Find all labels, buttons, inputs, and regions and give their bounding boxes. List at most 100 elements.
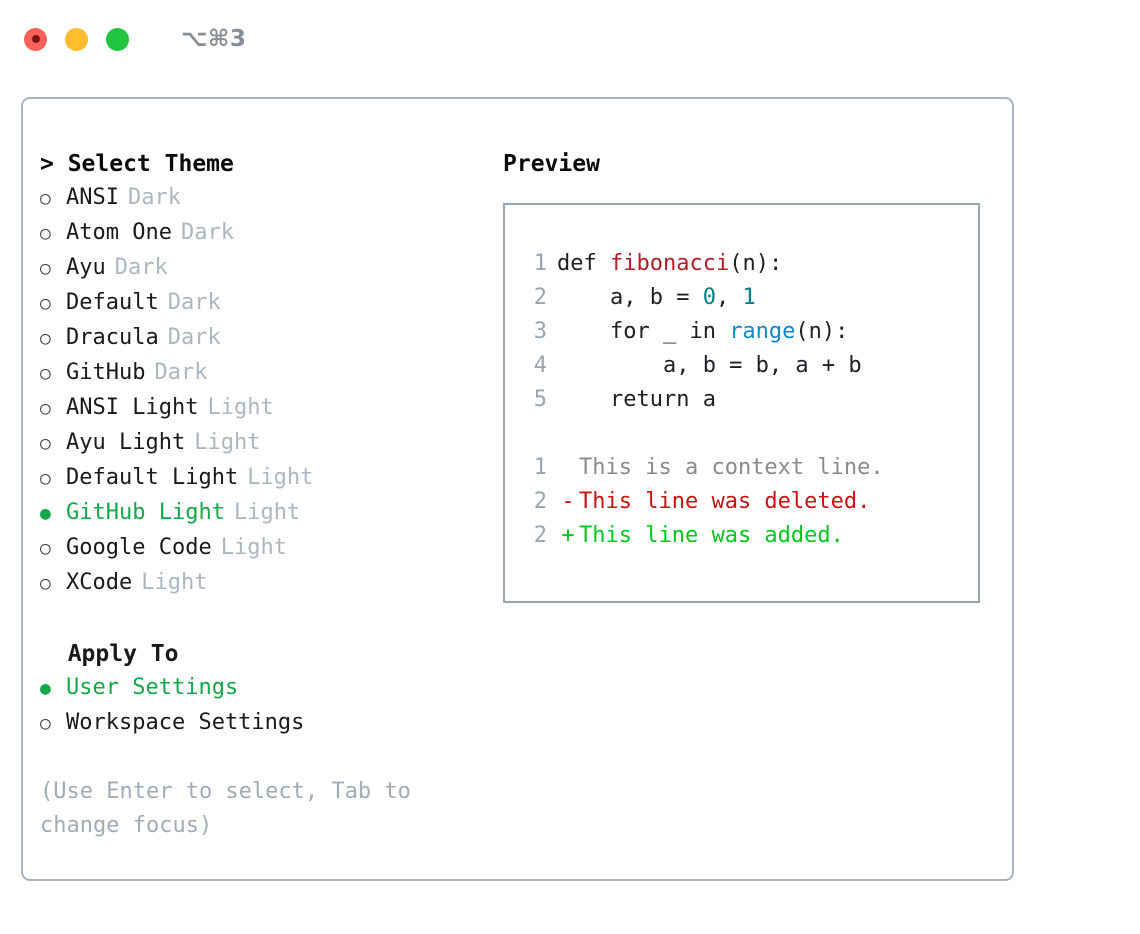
keyboard-shortcut-label: ⌥⌘3 (181, 26, 247, 52)
code-token: fibonacci (609, 251, 730, 276)
code-line: 2 a, b = 0, 1 (523, 281, 978, 315)
diff-sample: 1 This is a context line.2-This line was… (523, 451, 978, 553)
diff-line: 2 +This line was added. (523, 519, 978, 553)
option-row[interactable]: ○ ANSI Dark (40, 181, 488, 216)
radio-unselected-icon: ○ (40, 293, 51, 314)
line-number: 5 (533, 387, 547, 412)
option-row[interactable]: ○ Google Code Light (40, 531, 488, 566)
option-row[interactable]: ○ XCode Light (40, 566, 488, 601)
diff-text: This line was deleted. (579, 489, 871, 514)
line-number: 3 (533, 319, 547, 344)
option-label: Atom One (66, 220, 172, 245)
line-number: 4 (533, 353, 547, 378)
close-dot-icon (31, 35, 40, 43)
radio-selected-icon: ● (40, 678, 51, 699)
code-token: a, b = b, a + b (557, 353, 862, 378)
code-token: a, b = (557, 285, 703, 310)
radio-unselected-icon: ○ (40, 433, 51, 454)
maximize-button[interactable] (106, 27, 129, 51)
preview-heading: Preview (503, 151, 600, 177)
theme-variant-badge: Light (207, 395, 274, 420)
code-token: 0 (702, 285, 716, 310)
option-label: GitHub Light (66, 500, 225, 525)
option-row[interactable]: ○Workspace Settings (40, 706, 488, 741)
code-token: for _ in (557, 319, 730, 344)
theme-variant-badge: Dark (114, 255, 168, 280)
option-label: ANSI Light (66, 395, 199, 420)
line-number: 2 (533, 489, 547, 514)
code-diff-separator (523, 417, 978, 451)
code-token: def (557, 251, 610, 276)
option-label: GitHub (66, 360, 146, 385)
option-label: User Settings (66, 675, 239, 700)
option-row[interactable]: ○ Ayu Dark (40, 251, 488, 286)
code-line: 1 def fibonacci(n): (523, 247, 978, 281)
select-theme-heading: > Select Theme (40, 151, 234, 177)
theme-variant-badge: Light (220, 535, 287, 560)
diff-marker-icon: - (561, 489, 575, 514)
window-controls (24, 27, 129, 51)
theme-variant-badge: Dark (127, 185, 181, 210)
close-button[interactable] (24, 27, 47, 51)
option-label: Default (66, 290, 159, 315)
radio-unselected-icon: ○ (40, 258, 51, 279)
radio-unselected-icon: ○ (40, 363, 51, 384)
diff-text: This line was added. (579, 523, 844, 548)
diff-marker-icon: + (561, 523, 575, 548)
line-number: 1 (533, 251, 547, 276)
option-row[interactable]: ○ Default Light Light (40, 461, 488, 496)
code-line: 3 for _ in range(n): (523, 315, 978, 349)
radio-unselected-icon: ○ (40, 573, 51, 594)
option-row[interactable]: ○ ANSI Light Light (40, 391, 488, 426)
code-token: (n): (795, 319, 849, 344)
radio-unselected-icon: ○ (40, 328, 51, 349)
title-bar: ⌥⌘3 (0, 0, 1140, 78)
diff-text: This is a context line. (579, 455, 884, 480)
option-row[interactable]: ○ Ayu Light Light (40, 426, 488, 461)
option-label: XCode (66, 570, 133, 595)
radio-selected-icon: ● (40, 503, 51, 524)
code-token: 1 (742, 285, 756, 310)
option-label: ANSI (66, 185, 119, 210)
apply-to-list[interactable]: ● User Settings ○Workspace Settings (40, 671, 488, 741)
theme-variant-badge: Dark (167, 325, 221, 350)
radio-unselected-icon: ○ (40, 398, 51, 419)
code-line: 4 a, b = b, a + b (523, 349, 978, 383)
option-label: Google Code (66, 535, 212, 560)
radio-unselected-icon: ○ (40, 223, 51, 244)
theme-variant-badge: Light (247, 465, 314, 490)
code-line: 5 return a (523, 383, 978, 417)
option-label: Default Light (66, 465, 239, 490)
code-token: return a (557, 387, 716, 412)
theme-variant-badge: Light (194, 430, 261, 455)
theme-variant-badge: Light (141, 570, 208, 595)
radio-unselected-icon: ○ (40, 188, 51, 209)
option-label: Ayu (66, 255, 106, 280)
option-row[interactable]: ○ Dracula Dark (40, 321, 488, 356)
line-number: 2 (533, 523, 547, 548)
diff-line: 1 This is a context line. (523, 451, 978, 485)
diff-line: 2-This line was deleted. (523, 485, 978, 519)
diff-marker-icon (557, 451, 579, 485)
option-label: Ayu Light (66, 430, 186, 455)
radio-unselected-icon: ○ (40, 538, 51, 559)
code-token: (n): (729, 251, 783, 276)
keyboard-hint: (Use Enter to select, Tab to change focu… (40, 779, 411, 838)
option-label: Dracula (66, 325, 159, 350)
code-token: range (729, 319, 796, 344)
radio-unselected-icon: ○ (40, 468, 51, 489)
option-row[interactable]: ● User Settings (40, 671, 488, 706)
line-number: 1 (533, 455, 547, 480)
minimize-button[interactable] (65, 27, 88, 51)
